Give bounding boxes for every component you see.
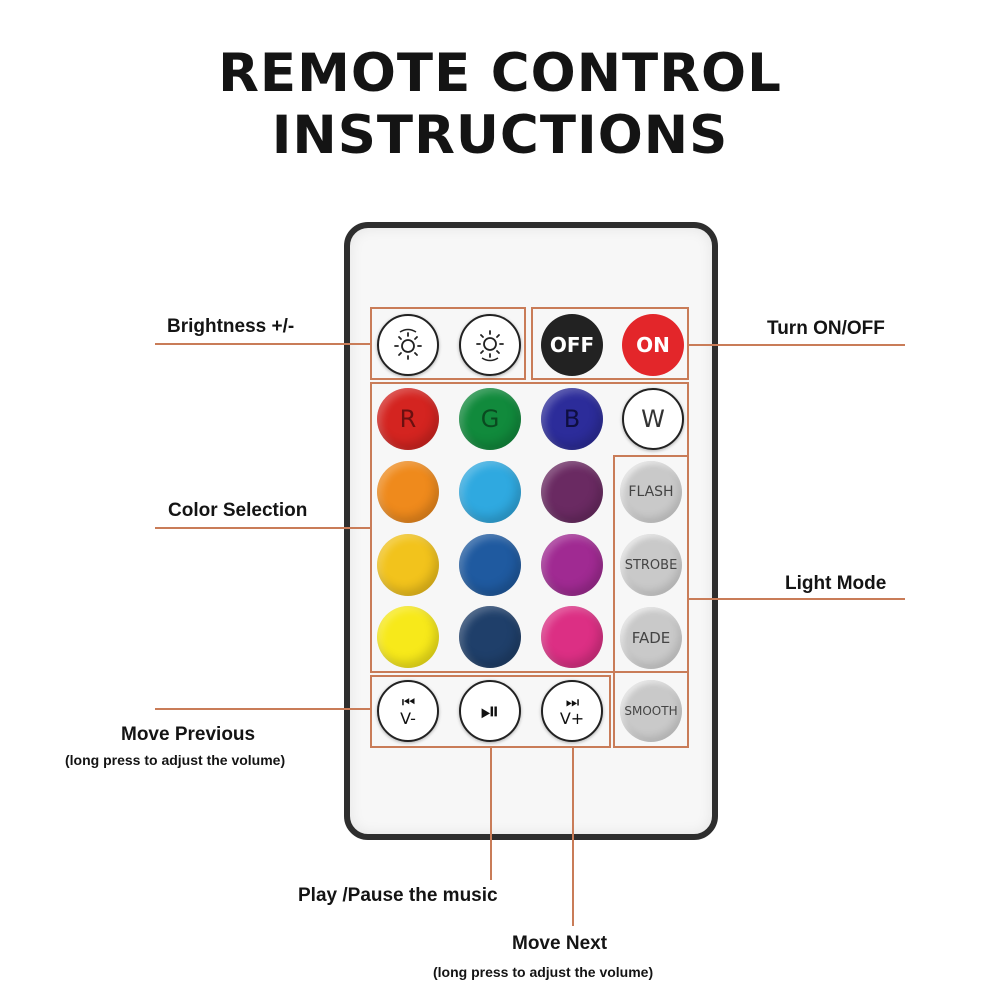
power-group-box	[531, 307, 689, 380]
white-button-label: W	[641, 405, 665, 433]
off-button[interactable]: OFF	[541, 314, 603, 376]
bright-yellow-button[interactable]	[377, 606, 439, 668]
red-button-label: R	[399, 405, 417, 433]
color-leader-line	[155, 527, 370, 529]
color-selection-label: Color Selection	[168, 500, 308, 521]
next-icon: ⏭	[565, 693, 579, 711]
sun-down-icon	[394, 328, 422, 360]
volume-down-label: V-	[400, 709, 416, 728]
orange-button[interactable]	[377, 461, 439, 523]
blue-button-label: B	[563, 405, 581, 433]
pink-button[interactable]	[541, 606, 603, 668]
red-button[interactable]: R	[377, 388, 439, 450]
magenta-button[interactable]	[541, 534, 603, 596]
light-mode-label: Light Mode	[785, 573, 887, 594]
sky-blue-button[interactable]	[459, 461, 521, 523]
on-button[interactable]: ON	[622, 314, 684, 376]
light-mode-group-box	[613, 455, 689, 748]
previous-button[interactable]: ⏮ V-	[377, 680, 439, 742]
brightness-leader-line	[155, 343, 370, 345]
mid-blue-button[interactable]	[459, 534, 521, 596]
page-title-line-2: INSTRUCTIONS	[271, 105, 729, 166]
next-button[interactable]: ⏭ V+	[541, 680, 603, 742]
previous-icon: ⏮	[401, 693, 415, 711]
sun-up-icon	[476, 330, 504, 362]
play-pause-leader-line	[490, 748, 492, 880]
brightness-down-button[interactable]	[377, 314, 439, 376]
previous-leader-line	[155, 708, 370, 710]
strobe-button[interactable]: STROBE	[620, 534, 682, 596]
green-button-label: G	[480, 405, 500, 433]
purple-button[interactable]	[541, 461, 603, 523]
play-pause-icon: ⏯	[480, 697, 500, 725]
yellow-button[interactable]	[377, 534, 439, 596]
blue-button[interactable]: B	[541, 388, 603, 450]
navy-button[interactable]	[459, 606, 521, 668]
fade-button[interactable]: FADE	[620, 607, 682, 669]
white-button[interactable]: W	[622, 388, 684, 450]
move-previous-label: Move Previous	[121, 724, 256, 745]
green-button[interactable]: G	[459, 388, 521, 450]
volume-up-label: V+	[559, 709, 585, 728]
smooth-button[interactable]: SMOOTH	[620, 680, 682, 742]
move-next-sublabel: (long press to adjust the volume)	[433, 964, 654, 980]
brightness-up-button[interactable]	[459, 314, 521, 376]
flash-button[interactable]: FLASH	[620, 461, 682, 523]
play-pause-label: Play /Pause the music	[298, 885, 498, 906]
onoff-leader-line	[689, 344, 905, 346]
move-previous-sublabel: (long press to adjust the volume)	[65, 752, 286, 768]
brightness-label: Brightness +/-	[167, 316, 295, 337]
light-mode-leader-line	[689, 598, 905, 600]
media-group-box	[370, 675, 611, 748]
onoff-label: Turn ON/OFF	[767, 318, 885, 339]
page-title-line-1: REMOTE CONTROL	[218, 43, 782, 104]
move-next-label: Move Next	[512, 933, 608, 954]
play-pause-button[interactable]: ⏯	[459, 680, 521, 742]
next-leader-line	[572, 748, 574, 926]
brightness-group-box	[370, 307, 526, 380]
